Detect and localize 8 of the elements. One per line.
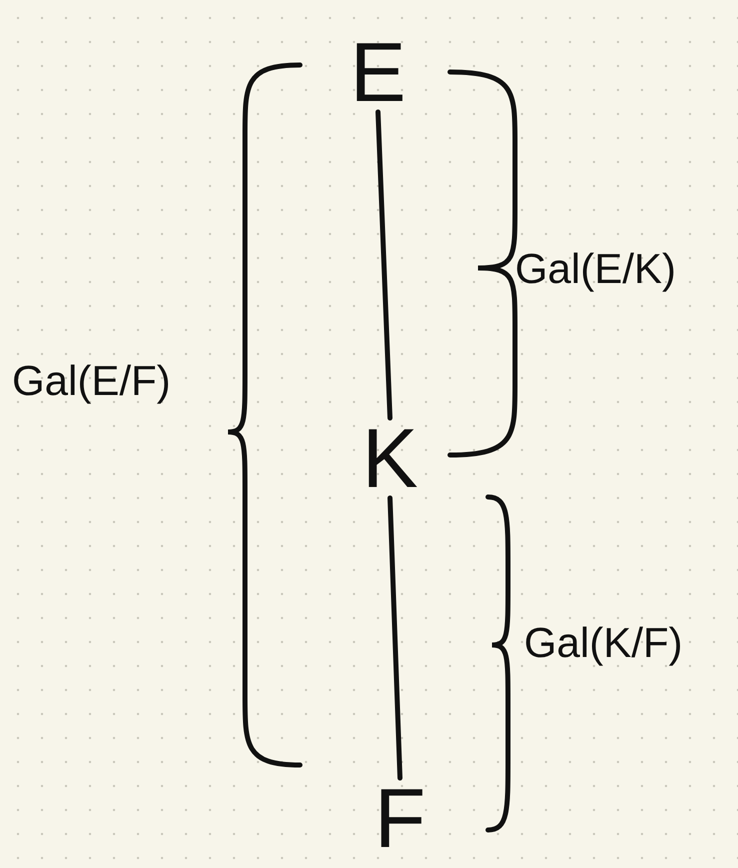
galois-group-label: Gal(K/F) <box>524 622 683 664</box>
field-letter: K <box>350 418 430 498</box>
field-letter: F <box>365 778 435 858</box>
connector-line <box>376 110 392 420</box>
connector-line <box>388 496 402 780</box>
galois-group-label: Gal(E/K) <box>515 248 676 290</box>
field-letter: E <box>343 32 413 112</box>
galois-group-label: Gal(E/F) <box>12 360 171 402</box>
